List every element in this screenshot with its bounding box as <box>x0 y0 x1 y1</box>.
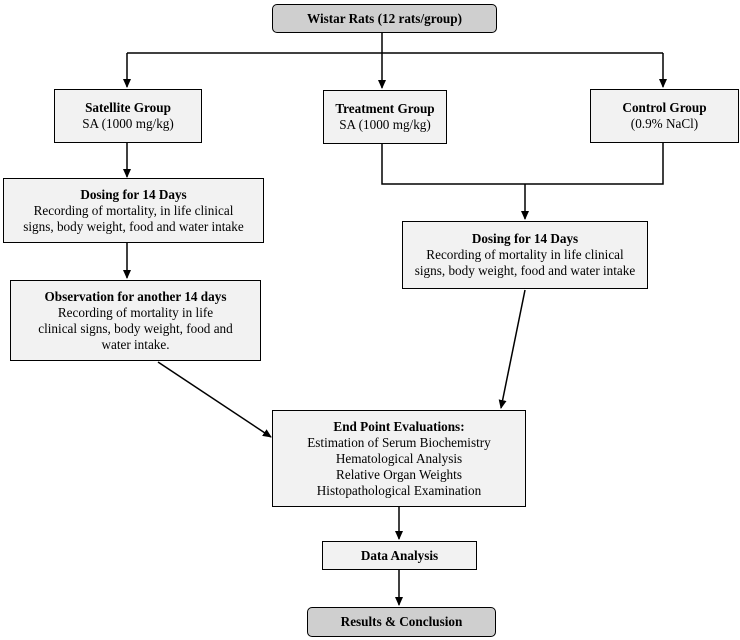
observation-line-2: clinical signs, body weight, food and <box>38 320 233 336</box>
observation-line-1: Recording of mortality in life <box>57 304 214 320</box>
satellite-dosing-title: Dosing for 14 Days <box>80 186 187 202</box>
satellite-group-dose: SA (1000 mg/kg) <box>82 116 174 131</box>
observation-line-3: water intake. <box>101 336 170 352</box>
start-box: Wistar Rats (12 rats/group) <box>272 4 497 33</box>
arrow-observation-to-endpoints <box>157 361 272 438</box>
endpoint-item: Estimation of Serum Biochemistry <box>307 434 491 450</box>
satellite-dosing-box: Dosing for 14 Days Recording of mortalit… <box>3 178 264 243</box>
endpoint-item: Histopathological Examination <box>316 482 482 498</box>
merge-line <box>381 143 664 185</box>
arrow-dosing-to-endpoints <box>498 289 526 409</box>
data-analysis-label: Data Analysis <box>360 547 439 563</box>
satellite-dosing-line-1: Recording of mortality, in life clinical <box>33 202 234 218</box>
control-group-box: Control Group (0.9% NaCl) <box>590 89 739 143</box>
control-group-title: Control Group <box>622 100 707 115</box>
main-dosing-title: Dosing for 14 Days <box>471 231 579 246</box>
results-label: Results & Conclusion <box>340 614 463 629</box>
treatment-group-title: Treatment Group <box>335 101 435 116</box>
satellite-group-title: Satellite Group <box>85 100 171 115</box>
treatment-group-box: Treatment Group SA (1000 mg/kg) <box>323 90 447 144</box>
observation-box: Observation for another 14 days Recordin… <box>10 280 261 361</box>
endpoints-box: End Point Evaluations: Estimation of Ser… <box>272 410 526 507</box>
main-dosing-line-1: Recording of mortality in life clinical <box>426 247 624 262</box>
observation-title: Observation for another 14 days <box>44 288 227 304</box>
main-dosing-box: Dosing for 14 Days Recording of mortalit… <box>402 221 648 289</box>
control-group-dose: (0.9% NaCl) <box>630 116 699 131</box>
main-dosing-line-2: signs, body weight, food and water intak… <box>414 263 636 278</box>
data-analysis-box: Data Analysis <box>322 541 477 570</box>
treatment-group-dose: SA (1000 mg/kg) <box>339 117 431 132</box>
start-label: Wistar Rats (12 rats/group) <box>307 10 462 26</box>
endpoint-item: Hematological Analysis <box>335 450 463 466</box>
results-box: Results & Conclusion <box>307 607 496 637</box>
satellite-dosing-line-2: signs, body weight, food and water intak… <box>23 218 244 234</box>
endpoint-item: Relative Organ Weights <box>336 466 462 482</box>
endpoints-title: End Point Evaluations: <box>333 418 465 434</box>
satellite-group-box: Satellite Group SA (1000 mg/kg) <box>54 89 202 143</box>
